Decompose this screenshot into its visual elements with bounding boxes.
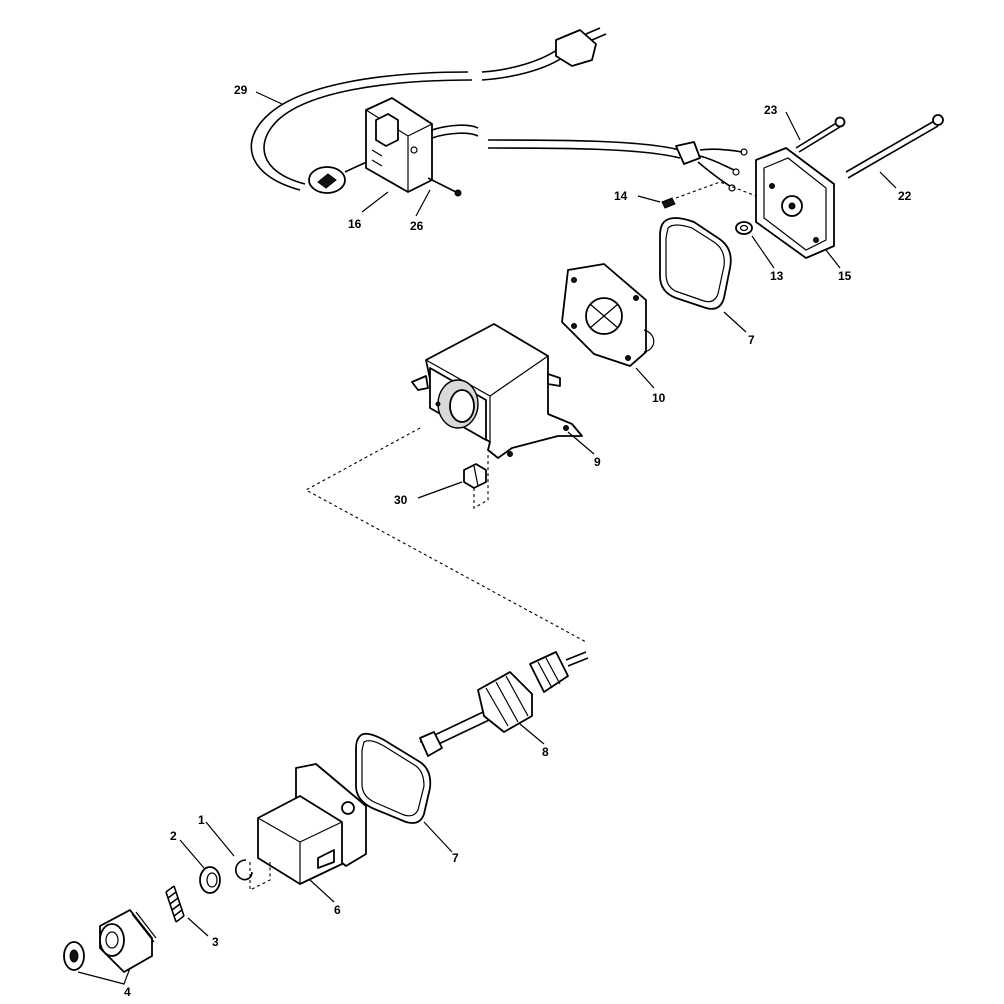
label-22: 22 bbox=[898, 189, 912, 203]
switch-box-part-16 bbox=[365, 97, 433, 193]
bolt-part-23 bbox=[795, 116, 846, 153]
part-labels: 29 16 26 14 23 22 13 15 7 10 9 30 8 7 6 … bbox=[124, 83, 912, 999]
label-10: 10 bbox=[652, 391, 666, 405]
gasket-part-7-upper bbox=[659, 217, 732, 310]
drive-end-housing-part-6 bbox=[249, 763, 367, 891]
washer-part-13 bbox=[735, 221, 753, 235]
field-housing-part-9 bbox=[411, 323, 583, 459]
label-15: 15 bbox=[838, 269, 852, 283]
label-30: 30 bbox=[394, 493, 408, 507]
spring-part-3 bbox=[165, 885, 185, 923]
label-7-upper: 7 bbox=[748, 333, 755, 347]
screw-part-30 bbox=[463, 452, 489, 509]
armature-part-8 bbox=[419, 651, 589, 757]
label-4: 4 bbox=[124, 985, 131, 999]
label-6: 6 bbox=[334, 903, 341, 917]
alignment-line bbox=[304, 427, 587, 643]
label-1: 1 bbox=[198, 813, 205, 827]
end-cap-part-15 bbox=[755, 147, 835, 259]
stop-washer-part-2 bbox=[199, 866, 221, 894]
label-8: 8 bbox=[542, 745, 549, 759]
screw-part-26 bbox=[427, 177, 462, 197]
leader-lines bbox=[77, 91, 897, 985]
label-3: 3 bbox=[212, 935, 219, 949]
label-23: 23 bbox=[764, 103, 778, 117]
drive-pinion-part-4 bbox=[63, 909, 157, 973]
lead-cord bbox=[431, 124, 748, 192]
label-16: 16 bbox=[348, 217, 362, 231]
label-7-lower: 7 bbox=[452, 851, 459, 865]
label-13: 13 bbox=[770, 269, 784, 283]
label-2: 2 bbox=[170, 829, 177, 843]
label-26: 26 bbox=[410, 219, 424, 233]
gasket-part-7-lower bbox=[355, 732, 432, 824]
label-29: 29 bbox=[234, 83, 248, 97]
through-bolt-part-22 bbox=[845, 114, 944, 179]
screw-part-14 bbox=[661, 181, 757, 209]
label-9: 9 bbox=[594, 455, 601, 469]
snap-ring-part-1 bbox=[234, 859, 253, 881]
power-cord-part-29 bbox=[250, 27, 607, 194]
label-14: 14 bbox=[614, 189, 628, 203]
brush-plate-part-10 bbox=[561, 263, 655, 367]
